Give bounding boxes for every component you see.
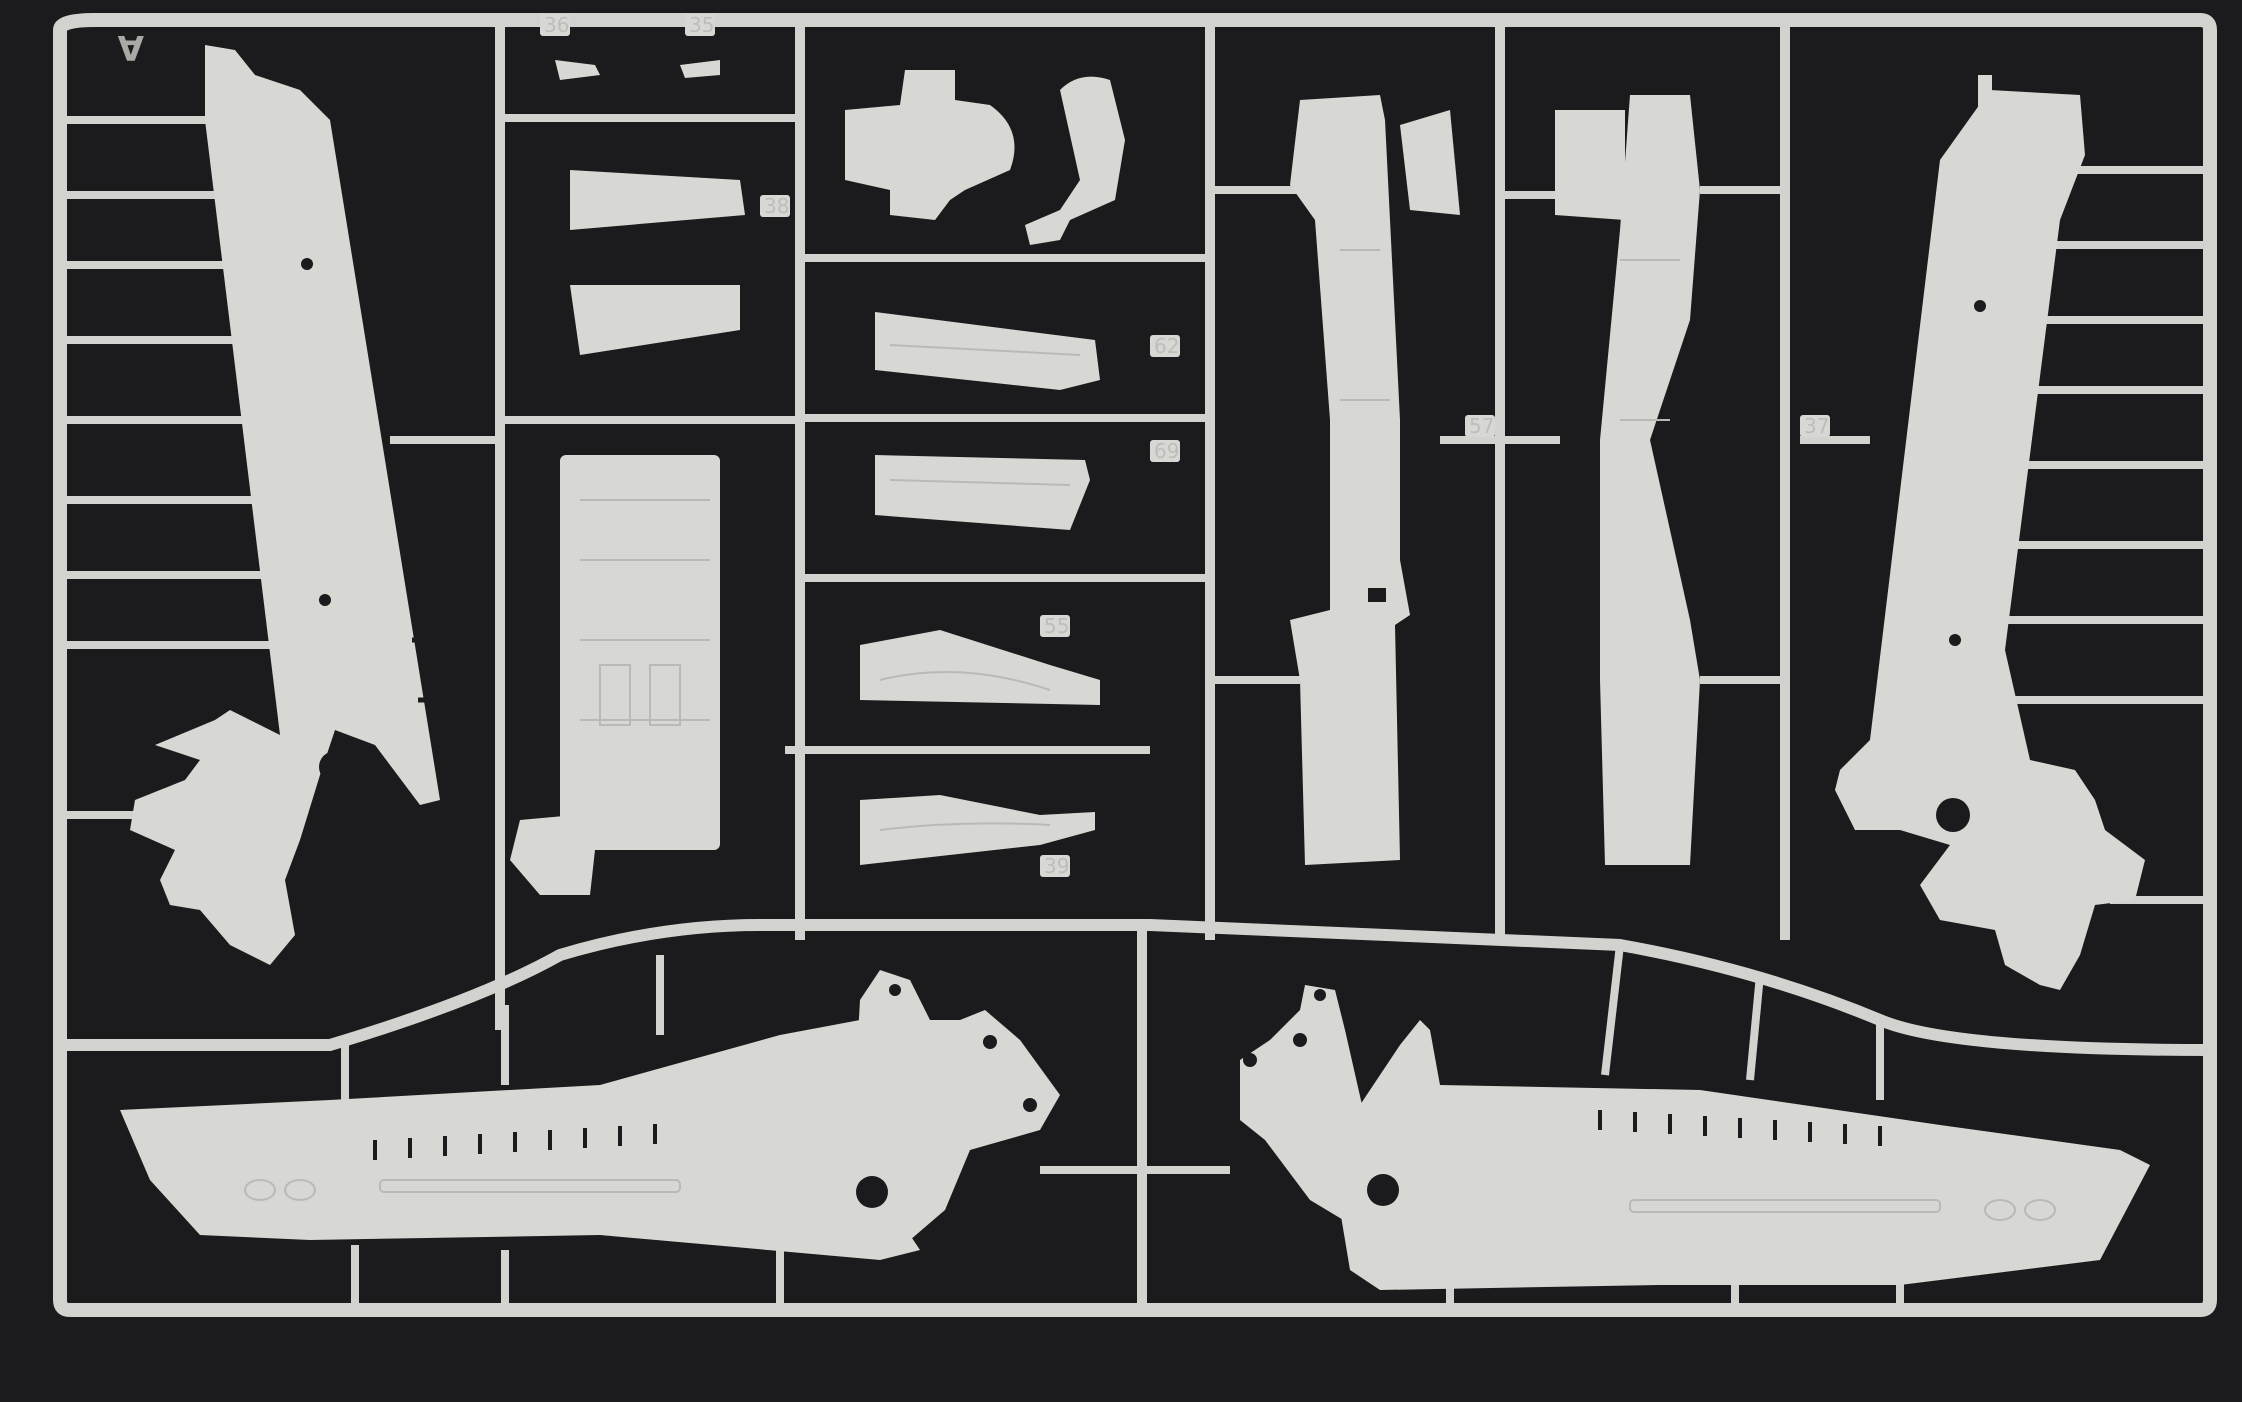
part-number: 55 xyxy=(1044,614,1069,638)
bottom-right-fuselage-part xyxy=(1240,985,2150,1290)
part-number-tabs: 36 35 38 62 69 55 57 37 39 xyxy=(540,13,1830,878)
sprue-letter-label: A xyxy=(117,27,144,67)
bottom-left-fuselage-part xyxy=(120,970,1060,1260)
sprue-frame xyxy=(53,13,2217,1317)
part-number: 62 xyxy=(1154,334,1179,358)
part-number: 69 xyxy=(1154,439,1179,463)
part-number: 36 xyxy=(544,13,569,37)
small-parts-middle xyxy=(845,70,1125,865)
left-vertical-fuselage-part: A xyxy=(117,27,440,965)
small-parts-top-left xyxy=(510,60,745,895)
part-number: 39 xyxy=(1044,854,1069,878)
tall-parts-center xyxy=(1290,95,1700,865)
part-number: 37 xyxy=(1804,414,1829,438)
part-number: 57 xyxy=(1469,414,1494,438)
part-number: 35 xyxy=(689,13,714,37)
right-vertical-fuselage-part xyxy=(1835,75,2145,990)
part-number: 38 xyxy=(764,194,789,218)
